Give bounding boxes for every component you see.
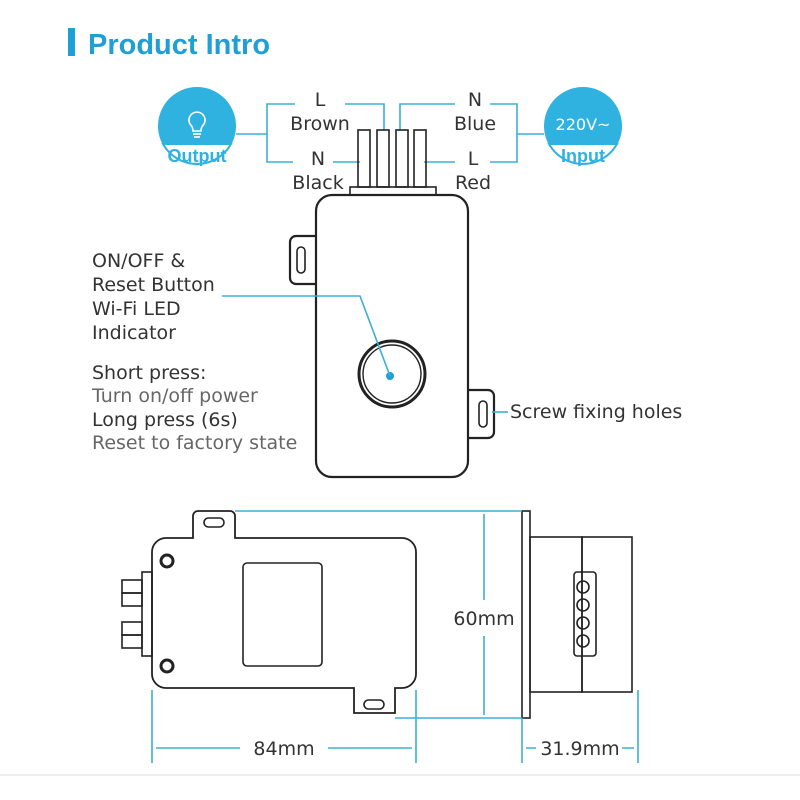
in-l-color: Red [455,172,491,194]
in-l-pole: L [468,148,479,170]
input-label: Input [561,146,605,166]
short-press-desc: Turn on/off power [91,385,258,407]
short-press-title: Short press: [92,362,206,384]
button-label-line2: Reset Button [92,274,215,296]
button-label-line3: Wi-Fi LED [92,298,181,320]
lightbulb-icon [188,111,206,138]
in-n-color: Blue [454,113,496,135]
page-title: Product Intro [88,29,270,61]
in-n-pole: N [468,89,482,111]
title-bar-accent [68,28,75,56]
output-label: Output [168,146,227,166]
screw-holes-label: Screw fixing holes [510,401,682,423]
long-press-title: Long press (6s) [92,409,238,431]
out-l-pole: L [315,89,326,111]
input-badge: 220V~ Input [544,87,622,166]
dimension-lines [151,510,639,763]
button-label-line4: Indicator [92,322,176,344]
voltage-label: 220V~ [556,115,611,134]
long-press-desc: Reset to factory state [92,432,297,454]
wiring-lines [236,103,544,163]
button-label-line1: ON/OFF & [92,250,185,272]
depth-dimension: 31.9mm [540,738,619,760]
terminal-pins [357,129,427,188]
output-badge: Output [158,87,236,166]
out-l-color: Brown [290,113,350,135]
height-dimension: 60mm [453,608,514,630]
out-n-color: Black [292,172,343,194]
width-dimension: 84mm [253,738,314,760]
device-front-view [222,129,508,479]
device-back-view [121,510,633,719]
out-n-pole: N [311,148,325,170]
